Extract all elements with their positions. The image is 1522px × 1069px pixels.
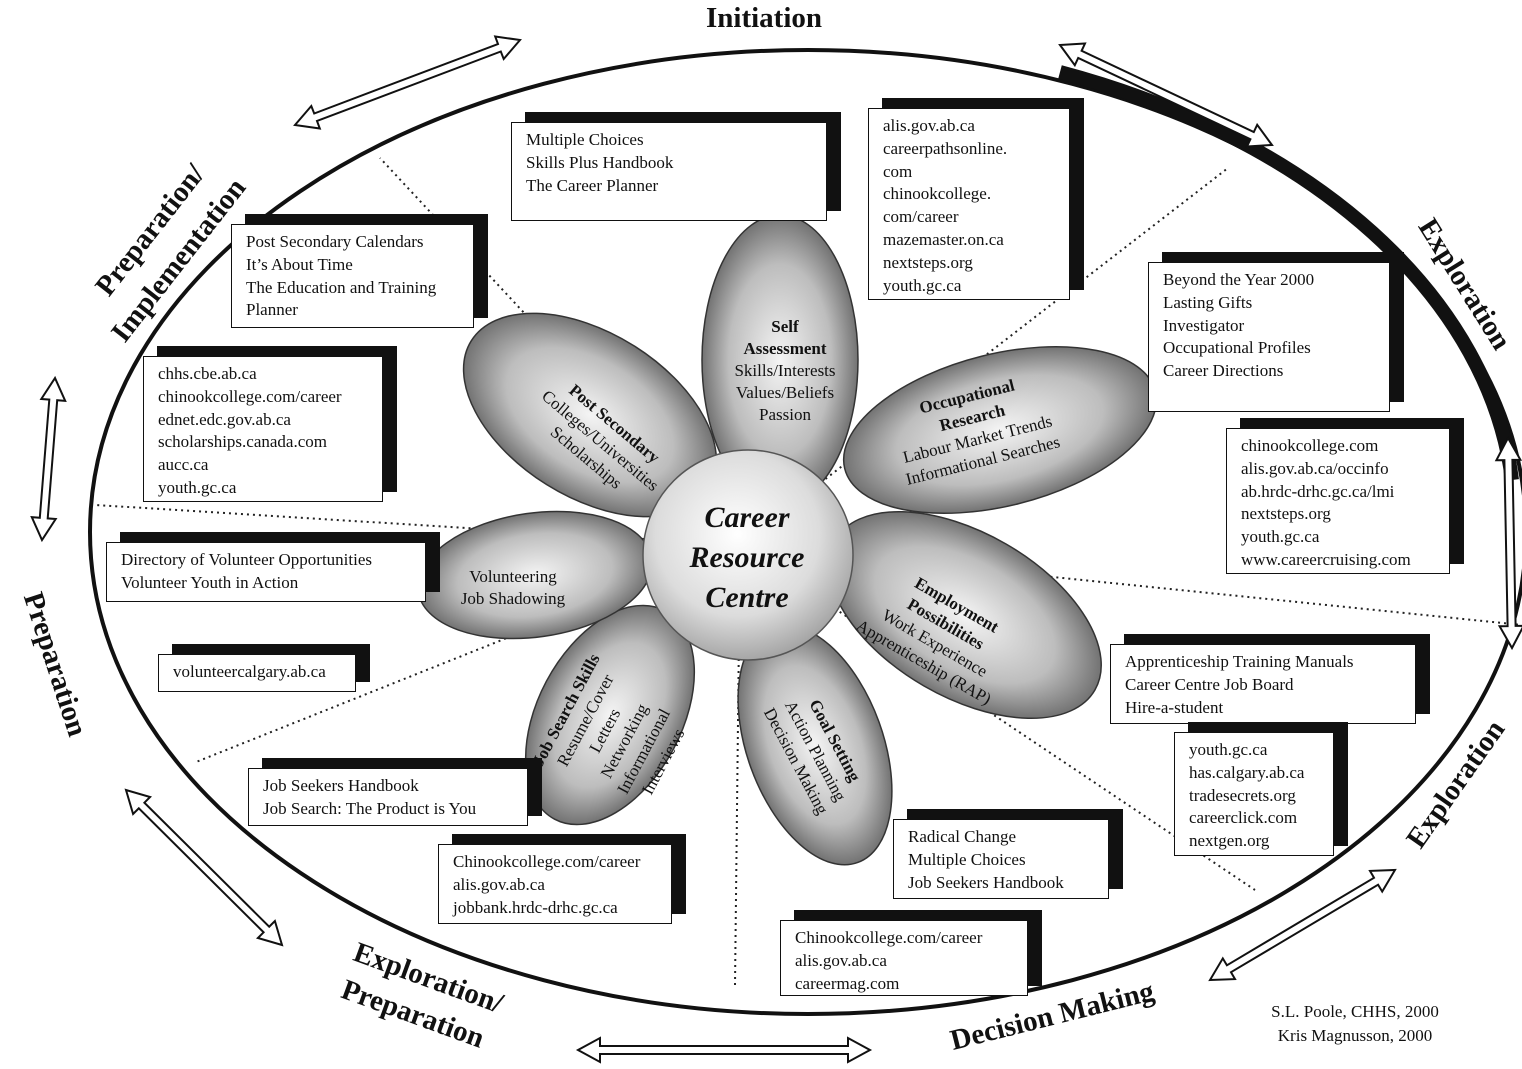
center-title-line2: Resource: [689, 541, 805, 574]
box-line: Multiple Choices: [526, 130, 644, 149]
box-line: ednet.edc.gov.ab.ca: [158, 409, 291, 429]
box-initiation-web: alis.gov.ab.ca careerpathsonline. com chino…: [868, 108, 1070, 300]
box-line: Chinookcollege.com/career: [795, 928, 983, 947]
box-line: Volunteer Youth in Action: [121, 572, 299, 592]
box-line: has.calgary.ab.ca: [1189, 762, 1305, 782]
box-line: Multiple Choices: [908, 849, 1026, 869]
ellipse-highlight-arc: [1058, 65, 1519, 481]
box-line: Planner: [246, 300, 298, 320]
box-line: mazemaster.on.ca: [883, 229, 1004, 249]
box-exploration2-web: youth.gc.ca has.calgary.ab.ca tradesecrets…: [1174, 732, 1334, 856]
center-title: Career Resource Centre: [672, 498, 822, 618]
box-line: Post Secondary Calendars: [246, 232, 424, 251]
box-line: careermag.com: [795, 973, 900, 993]
box-line: alis.gov.ab.ca: [795, 950, 887, 970]
self-assessment-line1: Skills/Interests: [734, 361, 836, 380]
box-line: alis.gov.ab.ca: [453, 874, 545, 894]
center-title-line3: Centre: [705, 581, 789, 614]
box-preparation-web: volunteercalgary.ab.ca: [158, 654, 356, 692]
box-line: Skills Plus Handbook: [526, 152, 674, 172]
box-line: Job Seekers Handbook: [908, 872, 1064, 892]
box-line: ab.hrdc-drhc.gc.ca/lmi: [1241, 481, 1395, 501]
self-assessment-line2: Values/Beliefs: [735, 383, 835, 402]
self-assessment-head1: Self: [771, 317, 799, 336]
double-arrow-icon: [575, 1036, 873, 1064]
box-line: alis.gov.ab.ca/occinfo: [1241, 458, 1389, 478]
center-title-line1: Career: [704, 501, 790, 534]
flower-center: [642, 449, 854, 661]
double-arrow-icon: [1208, 868, 1397, 982]
box-line: Hire-a-student: [1125, 697, 1224, 717]
outer-ellipse: [88, 48, 1522, 1016]
box-line: Career Directions: [1163, 361, 1284, 381]
box-line: Chinookcollege.com/career: [453, 852, 641, 871]
box-line: chinookcollege.com/career: [158, 386, 342, 406]
box-line: chinookcollege.: [883, 184, 992, 204]
box-line: careerclick.com: [1189, 808, 1298, 828]
cycle-arrows: [30, 35, 1522, 1064]
box-line: scholarships.canada.com: [158, 432, 327, 452]
box-line: aucc.ca: [158, 455, 209, 475]
box-line: youth.gc.ca: [1241, 527, 1320, 547]
box-expprep-web: Chinookcollege.com/career alis.gov.ab.ca j…: [438, 844, 672, 924]
box-line: volunteercalgary.ab.ca: [173, 662, 326, 681]
box-line: Investigator: [1163, 315, 1245, 335]
box-line: The Career Planner: [526, 175, 659, 195]
box-line: Job Seekers Handbook: [263, 776, 419, 795]
box-decision-web: Chinookcollege.com/career alis.gov.ab.ca c…: [780, 920, 1028, 996]
box-exploration-web: chinookcollege.com alis.gov.ab.ca/occinfo…: [1226, 428, 1450, 574]
petal-label-self-assessment: Self Assessment Skills/Interests Values/…: [710, 316, 860, 426]
volunteering-line2: Job Shadowing: [460, 589, 566, 608]
petal-label-volunteering: Volunteering Job Shadowing: [448, 566, 578, 610]
box-line: youth.gc.ca: [883, 275, 962, 295]
box-line: Beyond the Year 2000: [1163, 270, 1315, 289]
volunteering-line1: Volunteering: [469, 567, 557, 586]
box-line: chinookcollege.com: [1241, 436, 1379, 455]
box-line: careerpathsonline.: [883, 138, 1008, 158]
box-line: com/career: [883, 207, 959, 227]
box-line: jobbank.hrdc-drhc.gc.ca: [453, 897, 618, 917]
credit-line1: S.L. Poole, CHHS, 2000: [1271, 1002, 1439, 1021]
box-line: youth.gc.ca: [158, 477, 237, 497]
box-line: Lasting Gifts: [1163, 292, 1253, 312]
box-line: Directory of Volunteer Opportunities: [121, 550, 373, 569]
box-line: nextgen.org: [1189, 831, 1270, 851]
self-assessment-line3: Passion: [759, 405, 811, 424]
box-line: nextsteps.org: [1241, 504, 1331, 524]
box-line: Career Centre Job Board: [1125, 674, 1294, 694]
box-line: www.careercruising.com: [1241, 549, 1411, 569]
box-line: Apprenticeship Training Manuals: [1125, 652, 1354, 671]
box-line: tradesecrets.org: [1189, 785, 1296, 805]
box-line: com: [883, 161, 913, 181]
box-line: chhs.cbe.ab.ca: [158, 364, 257, 383]
box-line: alis.gov.ab.ca: [883, 116, 975, 135]
author-credit: S.L. Poole, CHHS, 2000 Kris Magnusson, 2…: [1230, 1000, 1480, 1048]
stage-initiation: Initiation: [706, 2, 823, 34]
box-line: Occupational Profiles: [1163, 338, 1311, 358]
box-prepimpl-web: chhs.cbe.ab.ca chinookcollege.com/career e…: [143, 356, 383, 502]
double-arrow-icon: [124, 788, 284, 947]
box-line: Job Search: The Product is You: [263, 798, 477, 818]
box-line: The Education and Training: [246, 277, 437, 297]
box-line: Radical Change: [908, 827, 1017, 846]
double-arrow-icon: [293, 35, 522, 130]
double-arrow-icon: [1058, 42, 1274, 148]
credit-line2: Kris Magnusson, 2000: [1277, 1026, 1433, 1045]
box-line: nextsteps.org: [883, 252, 973, 272]
self-assessment-head2: Assessment: [743, 339, 827, 358]
double-arrow-icon: [30, 375, 67, 543]
double-arrow-icon: [1494, 435, 1522, 651]
box-line: It’s About Time: [246, 254, 353, 274]
box-line: youth.gc.ca: [1189, 740, 1268, 759]
